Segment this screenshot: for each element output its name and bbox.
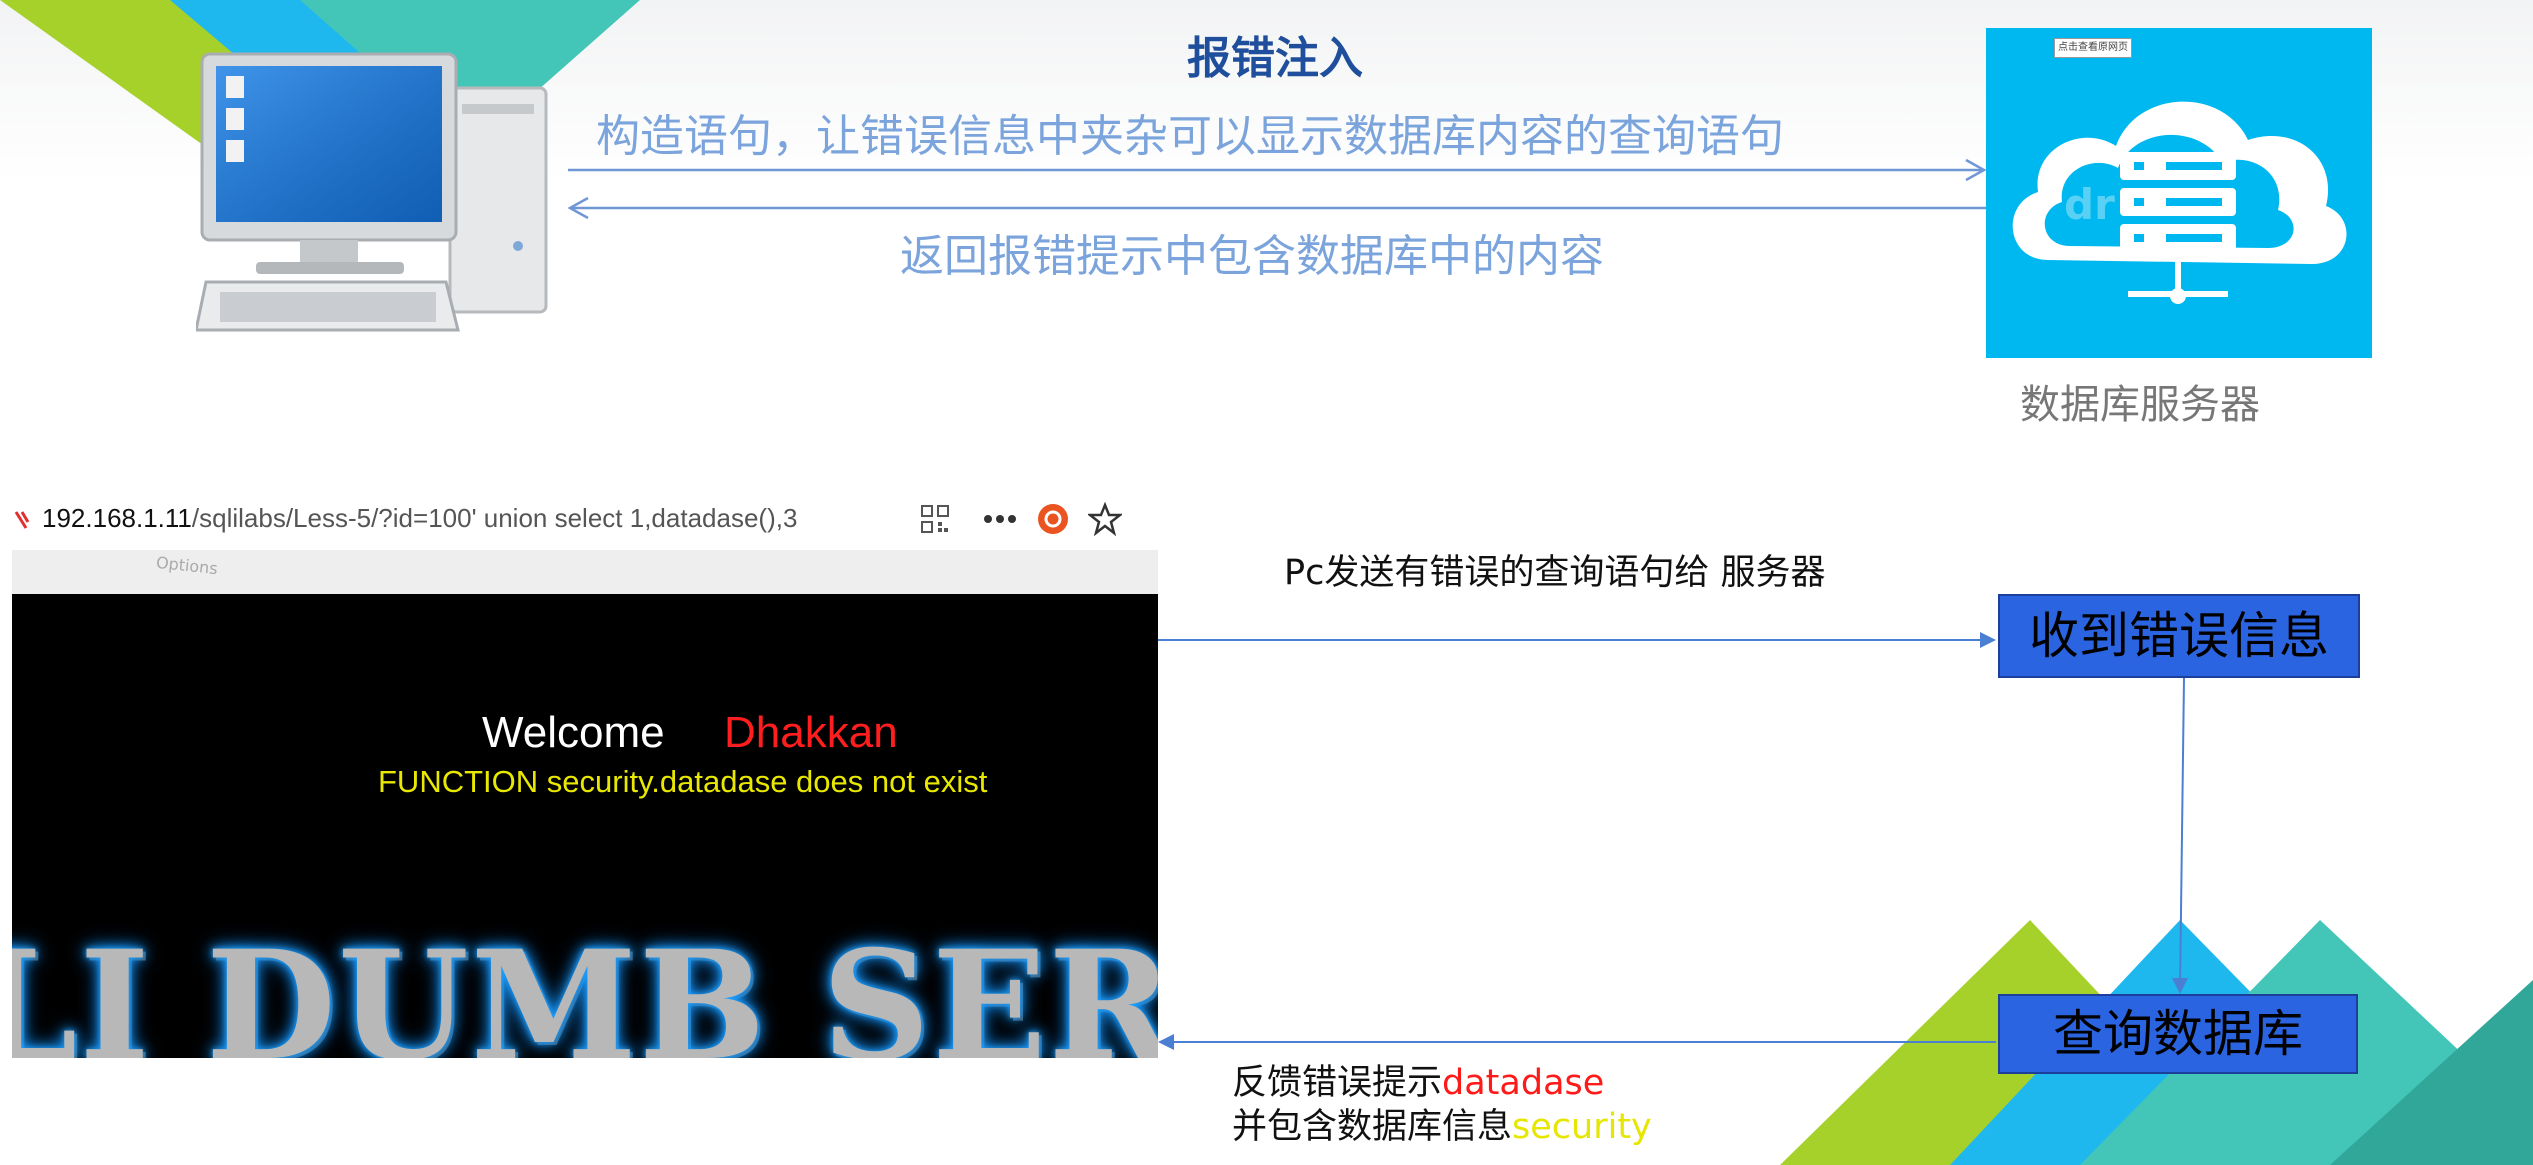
top-left-teal-triangle [300,0,640,150]
bottom-right-dark-teal-triangle [2330,980,2533,1165]
username-text: Dhakkan [724,708,898,757]
feedback-line2-prefix: 并包含数据库信息 [1232,1107,1513,1147]
received-error-box: 收到错误信息 [1998,594,2360,678]
database-server-panel [1986,28,2372,358]
response-label: 返回报错提示中包含数据库中的内容 [900,231,1604,282]
query-database-box: 查询数据库 [1998,994,2358,1074]
top-left-green-triangle [0,0,260,150]
qr-code-icon[interactable] [920,504,950,534]
extension-icon[interactable] [1036,502,1070,536]
address-bar[interactable]: 192.168.1.11/sqlilabs/Less-5/?id=100' un… [12,488,1158,582]
diagram-title: 报错注入 [1187,33,1363,84]
site-banner: LI DUMB SER [12,918,1158,1058]
bookmark-star-icon[interactable] [1088,502,1122,536]
feedback-prefix: 反馈错误提示 [1232,1063,1443,1103]
cloud-server-icon [2012,101,2347,304]
insecure-icon [14,511,30,529]
send-label: Pc发送有错误的查询语句给 服务器 [1284,553,1826,593]
server-watermark: dr [2064,180,2115,229]
tab-strip: Options [12,550,1158,594]
server-caption: 数据库服务器 [2020,382,2260,428]
feedback-line-1: 反馈错误提示datadase [1232,1054,1604,1105]
url-host: 192.168.1.11 [42,503,192,533]
feedback-line-2: 并包含数据库信息security [1232,1098,1652,1149]
computer-icon [196,52,548,332]
url-text[interactable]: 192.168.1.11/sqlilabs/Less-5/?id=100' un… [42,503,797,534]
feedback-database-name: security [1512,1107,1652,1147]
request-label: 构造语句，让错误信息中夹杂可以显示数据库内容的查询语句 [596,111,1784,162]
view-original-button[interactable]: 点击查看原网页 [2054,38,2132,58]
down-arrow [2179,677,2185,991]
more-options-icon[interactable] [982,512,1018,526]
feedback-function-name: datadase [1442,1063,1605,1103]
browser-screenshot: 192.168.1.11/sqlilabs/Less-5/?id=100' un… [12,488,1158,1058]
welcome-text: Welcome [482,708,665,757]
url-path: /sqlilabs/Less-5/?id=100' union select 1… [191,503,798,533]
sql-error-message: FUNCTION security.datadase does not exis… [378,764,988,799]
